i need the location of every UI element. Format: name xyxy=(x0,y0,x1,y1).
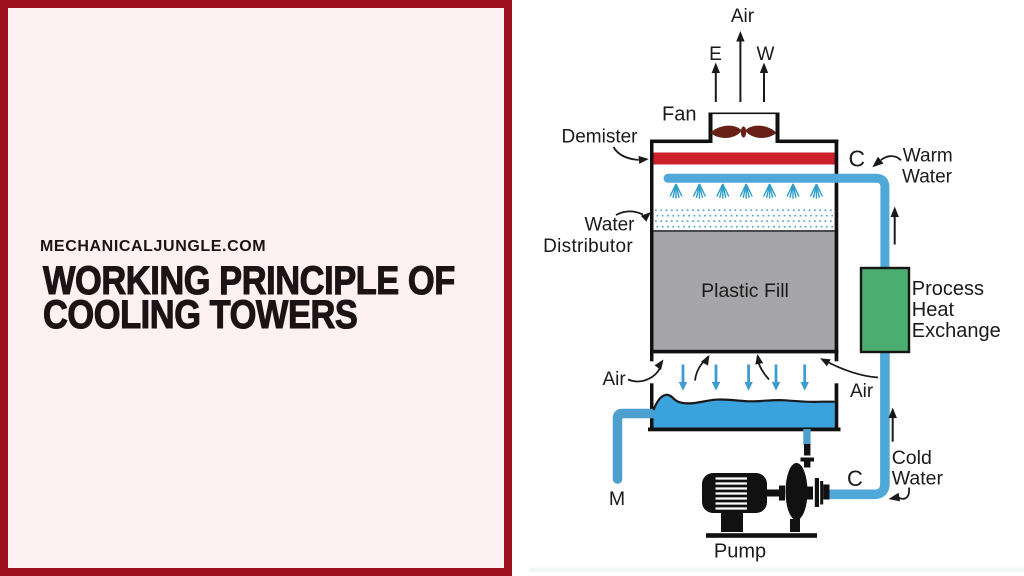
svg-text:Warm: Warm xyxy=(903,145,953,166)
svg-text:Water: Water xyxy=(892,468,944,490)
svg-text:Air: Air xyxy=(603,369,627,390)
svg-text:Distributor: Distributor xyxy=(543,236,633,257)
svg-text:Water: Water xyxy=(902,167,953,188)
svg-text:Cold: Cold xyxy=(892,447,932,469)
svg-text:Demister: Demister xyxy=(561,127,638,148)
svg-text:Air: Air xyxy=(850,381,874,402)
svg-text:Plastic Fill: Plastic Fill xyxy=(701,280,789,302)
svg-text:E: E xyxy=(709,44,722,65)
svg-text:Water: Water xyxy=(585,215,636,236)
svg-text:Heat: Heat xyxy=(912,299,955,321)
svg-text:C: C xyxy=(849,145,866,171)
svg-text:Fan: Fan xyxy=(662,104,696,126)
svg-text:M: M xyxy=(609,488,625,510)
svg-text:Exchange: Exchange xyxy=(912,320,1001,342)
svg-text:Process: Process xyxy=(912,278,984,300)
svg-text:Pump: Pump xyxy=(714,541,766,563)
svg-text:Air: Air xyxy=(731,6,755,27)
svg-text:W: W xyxy=(757,44,775,65)
svg-text:C: C xyxy=(847,466,863,491)
